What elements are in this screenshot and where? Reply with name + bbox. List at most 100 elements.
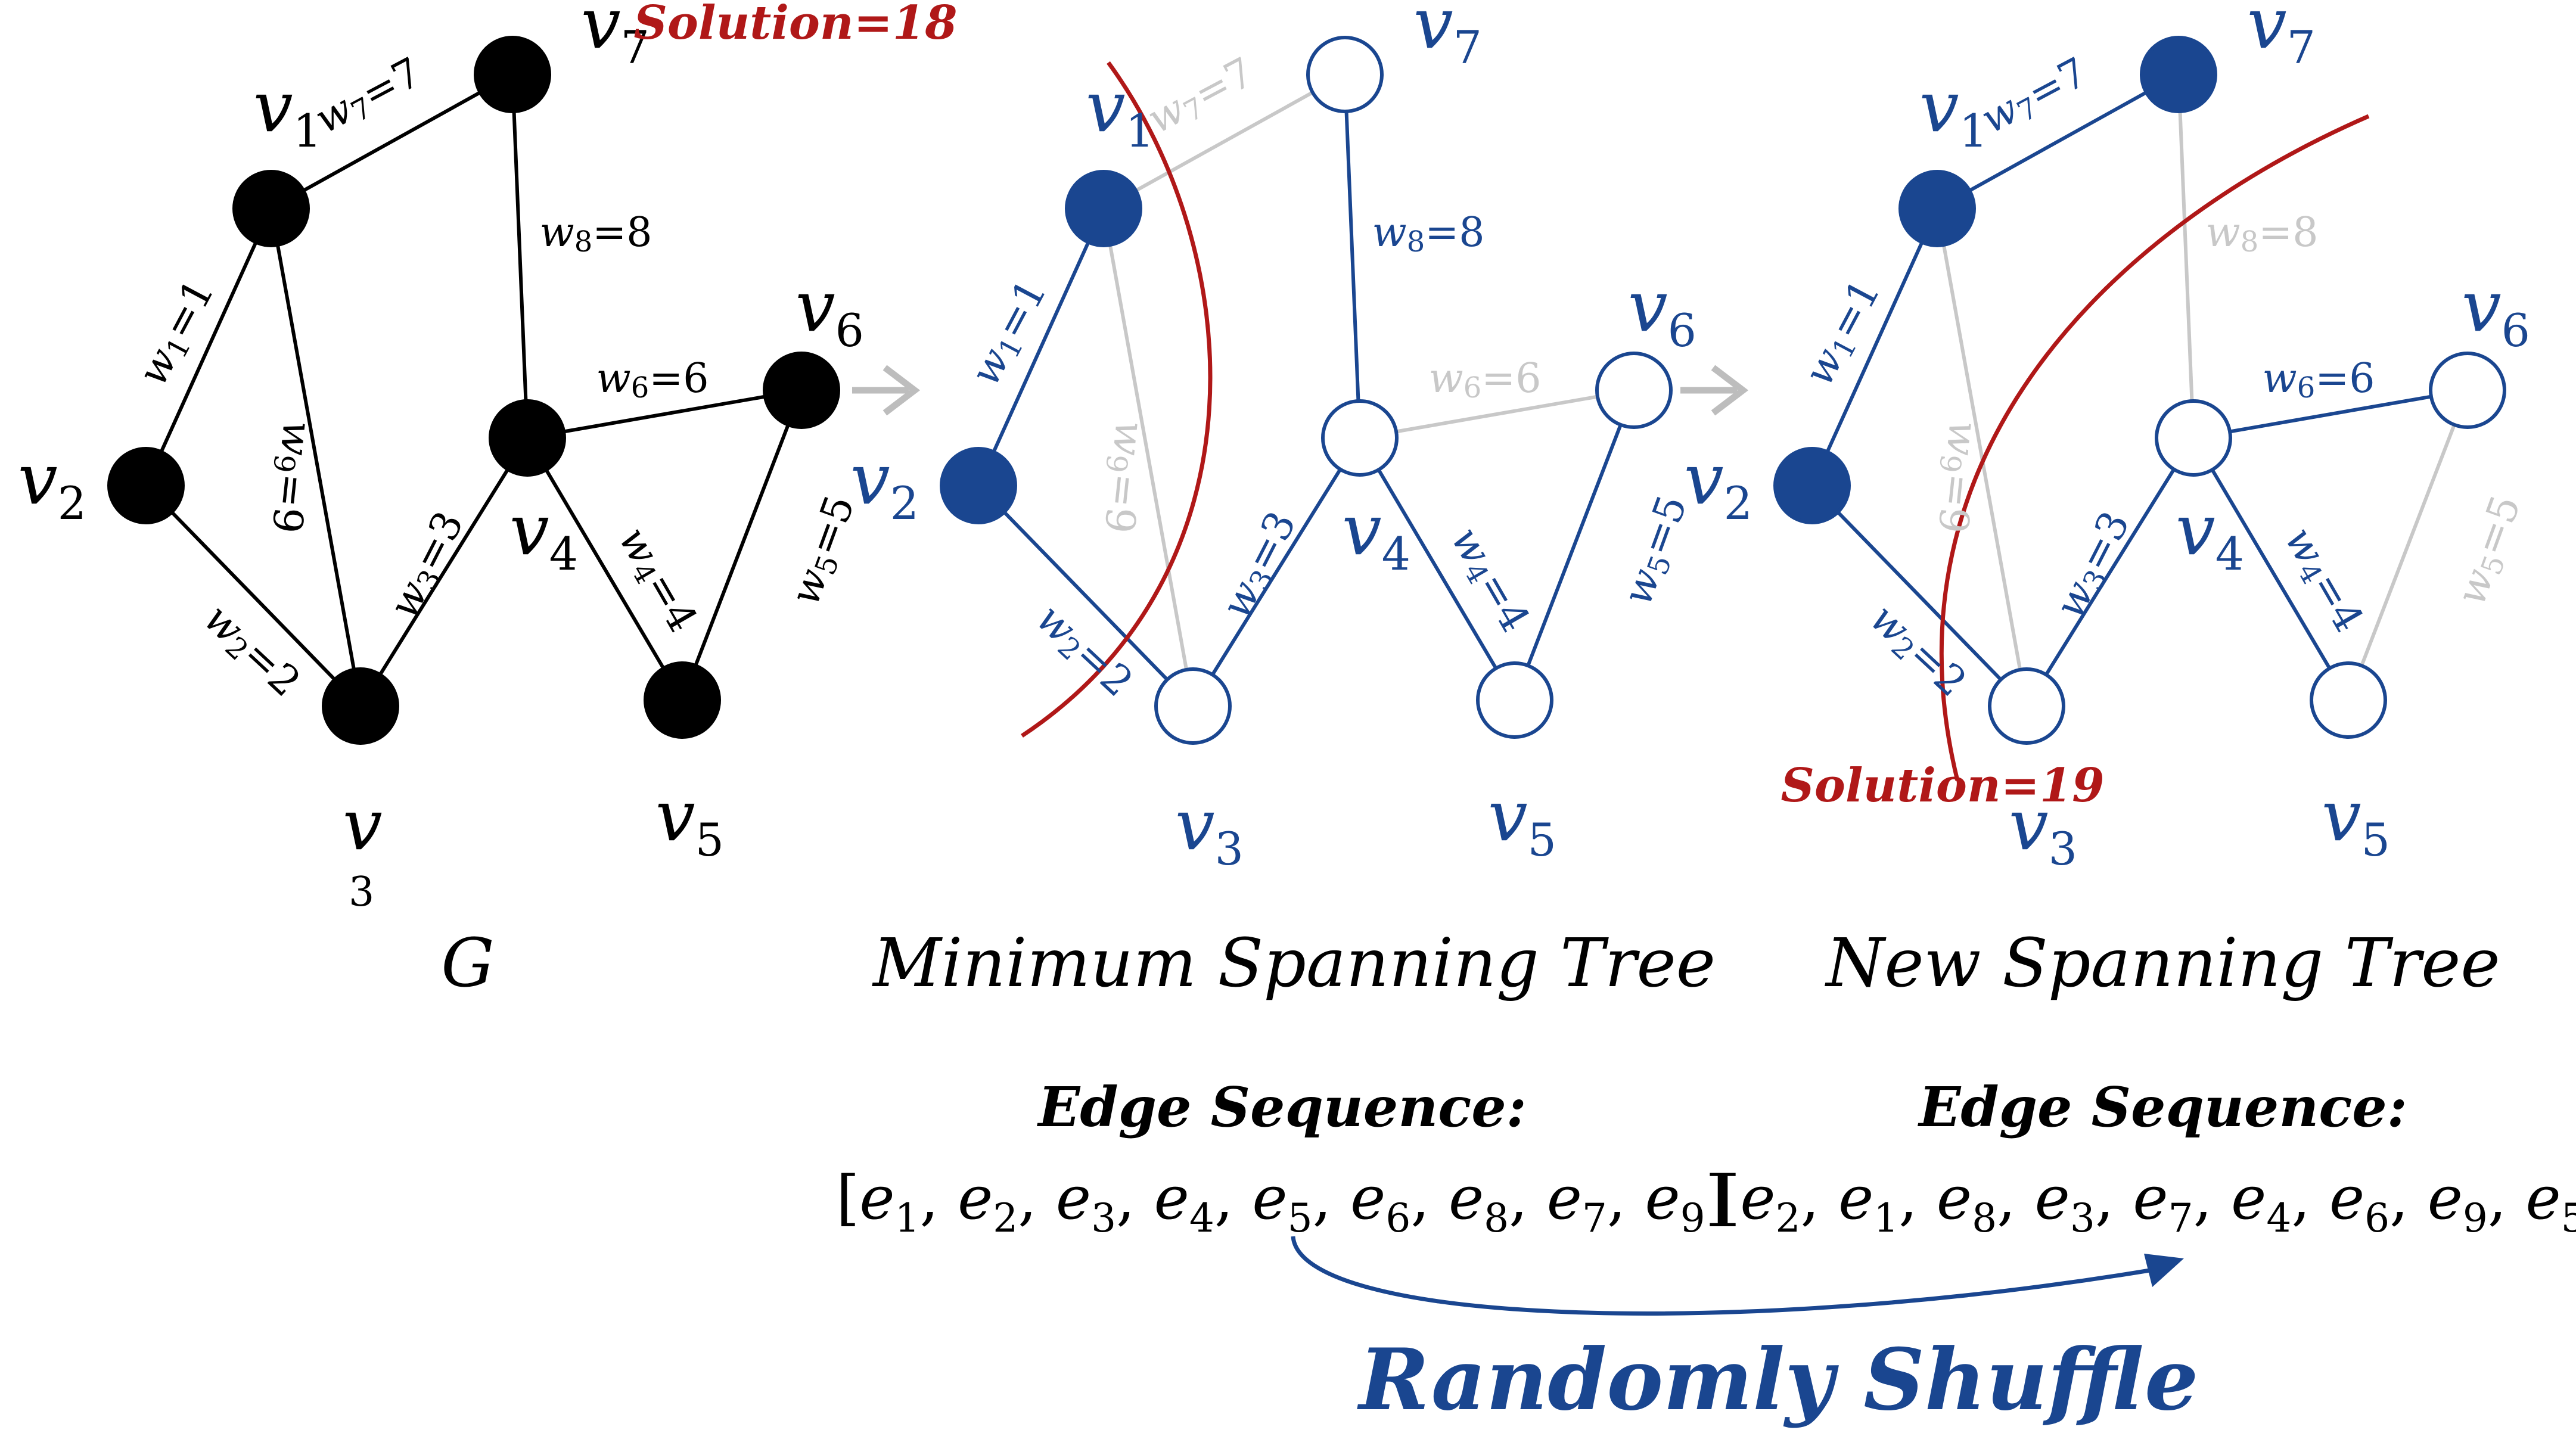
new-node-label-v5: v5 xyxy=(2322,775,2390,866)
graph-edge-e1 xyxy=(144,207,273,487)
graph-node-v3 xyxy=(322,667,399,745)
new-edge-e7 xyxy=(1936,73,2180,210)
graph-edge-e7 xyxy=(270,73,514,210)
mst-edge-e6 xyxy=(1359,388,1635,440)
mst-edge-e7 xyxy=(1102,73,1346,210)
mst-node-label-v2: v2 xyxy=(850,438,919,530)
graph-node-v2 xyxy=(107,447,185,524)
new-node-v3 xyxy=(1988,667,2065,745)
new-weight-label-e4: w4=4 xyxy=(2273,519,2372,641)
graph-weight-label-e4: w4=4 xyxy=(607,519,706,641)
mst-edge-e2 xyxy=(977,484,1195,708)
new-solution-label: Solution=19 xyxy=(1781,759,2105,813)
graph-weight-label-e1: w1=1 xyxy=(129,272,225,394)
mst-weight-label-e6: w6=6 xyxy=(1428,355,1541,405)
graph-weight-label-e6: w6=6 xyxy=(596,355,709,405)
new-node-v1 xyxy=(1898,170,1976,247)
mst-edge-e3 xyxy=(1191,437,1362,707)
shuffle-label: Randomly Shuffle xyxy=(1357,1331,2199,1429)
new-edge-e4 xyxy=(2192,437,2350,701)
new-edge-e2 xyxy=(1810,484,2028,708)
mst-edge-e5 xyxy=(1513,389,1636,701)
new-weight-label-e2: w2=2 xyxy=(1860,595,1976,708)
mst-edge-sequence-title: Edge Sequence: xyxy=(1036,1075,1526,1139)
new-node-label-v6: v6 xyxy=(2462,265,2530,357)
new-weight-label-e8: w8=8 xyxy=(2205,209,2318,259)
graph-edge-e3 xyxy=(359,437,529,707)
graph-node-v4 xyxy=(489,399,566,477)
new-edge-e1 xyxy=(1810,207,1939,487)
new-edge-e6 xyxy=(2193,388,2468,440)
mst-weight-label-e9: w9=9 xyxy=(1093,418,1154,536)
new-node-label-v7: v7 xyxy=(2247,0,2316,74)
graph-weight-label-e2: w2=2 xyxy=(194,595,310,708)
mst-node-label-v3: v3 xyxy=(1175,784,1244,875)
mst-edge-e1 xyxy=(977,207,1105,487)
graph-node-label-v5: v5 xyxy=(655,775,724,866)
new-node-v5 xyxy=(2310,661,2387,739)
mst-edge-e8 xyxy=(1343,74,1362,439)
new-weight-label-e1: w1=1 xyxy=(1795,272,1891,394)
graph-node-label-v4: v4 xyxy=(509,489,578,580)
new-title: New Spanning Tree xyxy=(1824,925,2500,1002)
graph-edge-e8 xyxy=(511,74,529,439)
new-node-v7 xyxy=(2140,36,2217,113)
new-edge-sequence-title: Edge Sequence: xyxy=(1917,1075,2407,1139)
mst-cut-curve xyxy=(1021,61,1213,738)
new-edge-e3 xyxy=(2025,437,2195,707)
new-edge-e5 xyxy=(2347,389,2469,701)
cut-curves-layer xyxy=(852,61,2370,1316)
mst-node-label-v6: v6 xyxy=(1628,265,1696,357)
mst-weight-label-e1: w1=1 xyxy=(961,272,1058,394)
new-weight-label-e9: w9=9 xyxy=(1926,418,1987,536)
new-node-label-v2: v2 xyxy=(1684,438,1752,530)
new-edge-e9 xyxy=(1935,208,2028,707)
mst-weight-label-e3: w3=3 xyxy=(1212,504,1307,627)
graph-node-label-v2: v2 xyxy=(18,438,86,530)
transition-arrow-2 xyxy=(1680,365,1749,416)
graph-node-label-v3-subscript: 3 xyxy=(349,869,374,916)
graph-node-v5 xyxy=(644,661,721,739)
new-edge-e8 xyxy=(2177,74,2195,439)
graph-node-v6 xyxy=(763,352,840,429)
new-weight-label-e6: w6=6 xyxy=(2262,355,2375,405)
mst-node-v4 xyxy=(1321,399,1399,477)
graph-edge-e5 xyxy=(680,389,803,701)
new-node-v2 xyxy=(1773,447,1851,524)
mst-edge-e4 xyxy=(1358,437,1517,701)
mst-node-label-v5: v5 xyxy=(1488,775,1556,866)
graph-node-label-v1: v1 xyxy=(253,66,322,157)
graph-node-label-v6: v6 xyxy=(796,265,864,357)
new-node-v4 xyxy=(2155,399,2232,477)
mst-title: Minimum Spanning Tree xyxy=(872,925,1716,1002)
graph-weight-label-e3: w3=3 xyxy=(380,504,475,627)
new-node-label-v4: v4 xyxy=(2176,489,2244,580)
mst-node-label-v7: v7 xyxy=(1413,0,1482,74)
mst-node-v6 xyxy=(1595,352,1673,429)
new-weight-label-e5: w5=5 xyxy=(2447,489,2533,612)
graph-weight-label-e8: w8=8 xyxy=(539,209,652,259)
graph-edge-e2 xyxy=(144,484,362,708)
mst-node-label-v4: v4 xyxy=(1342,489,1410,580)
new-weight-label-e3: w3=3 xyxy=(2046,504,2141,627)
graph-node-label-v7: v7 xyxy=(581,0,650,74)
graph-node-label-v3: v xyxy=(343,784,383,866)
nodes-layer xyxy=(107,36,2506,745)
new-tree-cut-curve xyxy=(1939,114,2370,781)
graph-weight-label-e9: w9=9 xyxy=(260,418,321,536)
new-edge-sequence: [e2, e1, e8, e3, e7, e4, e6, e9, e5] xyxy=(1717,1163,2576,1241)
transition-arrow-1 xyxy=(852,365,921,416)
graph-title: G xyxy=(441,925,494,1002)
shuffle-arrow xyxy=(1291,1236,2184,1316)
mst-edge-e9 xyxy=(1102,208,1195,707)
mst-node-v7 xyxy=(1306,36,1384,113)
mst-node-v5 xyxy=(1476,661,1553,739)
mst-edge-sequence: [e1, e2, e3, e4, e5, e6, e8, e7, e9] xyxy=(836,1163,1728,1241)
graph-node-v7 xyxy=(474,36,551,113)
mst-weight-label-e4: w4=4 xyxy=(1440,519,1539,641)
mst-weight-label-e2: w2=2 xyxy=(1026,595,1142,708)
graph-edge-e9 xyxy=(269,208,362,707)
mst-node-v2 xyxy=(940,447,1017,524)
mst-node-label-v1: v1 xyxy=(1086,66,1154,157)
